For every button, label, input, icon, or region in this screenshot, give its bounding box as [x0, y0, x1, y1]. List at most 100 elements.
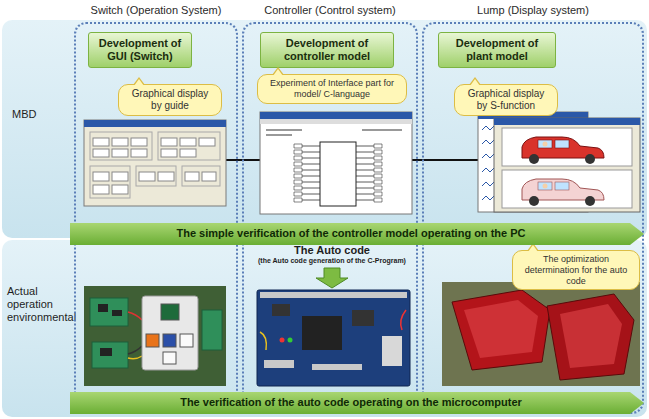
- gui-window: [161, 138, 177, 146]
- tail-lamp-photo: [452, 290, 550, 370]
- switch-photo: [128, 346, 142, 354]
- gui-window: [93, 172, 109, 181]
- plot-window: [478, 112, 588, 212]
- system-column: Lump (Display system)Development of plan…: [422, 22, 644, 414]
- model-window: [266, 129, 302, 131]
- model-window: [260, 112, 412, 214]
- microcomputer-board-photo: [264, 360, 294, 368]
- tail-lamp-photo: [560, 304, 622, 368]
- microcomputer-board-photo: [257, 290, 410, 386]
- switch-photo: [128, 312, 142, 320]
- callout-text: Graphical display by guide: [125, 88, 215, 112]
- plot-window: [482, 196, 498, 200]
- gui-window: [180, 138, 196, 146]
- gui-window: [131, 149, 147, 157]
- gui-window: [93, 185, 109, 194]
- car-animation-window: [585, 154, 595, 164]
- callout-bubble: Graphical display by S-function: [454, 84, 558, 116]
- auto-code-arrow: [316, 268, 348, 288]
- microcomputer-board-photo: [288, 338, 293, 343]
- callout-text: Graphical display by S-function: [461, 88, 551, 112]
- car-animation-window: [555, 140, 569, 148]
- tail-lamp-photo: [547, 294, 634, 380]
- car-animation-window: [502, 170, 632, 208]
- model-window: [266, 134, 292, 136]
- system-column: Controller (Control system)Development o…: [242, 22, 418, 414]
- auto-code-arrow: [316, 268, 348, 288]
- wire-line: [226, 160, 478, 161]
- column-heading: Lump (Display system): [477, 4, 589, 16]
- gui-window: [112, 172, 128, 181]
- callout-bubble: The optimization determination for the a…: [512, 250, 640, 290]
- microcomputer-board-photo: [401, 310, 406, 330]
- plot-window: [478, 112, 588, 212]
- model-window: [260, 119, 412, 124]
- gui-window: [84, 120, 226, 206]
- car-animation-window: [522, 137, 604, 158]
- callout-text: Experiment of Interface part for model/ …: [264, 78, 400, 100]
- gui-window: [161, 149, 177, 157]
- annotation-label: The Auto code: [294, 244, 370, 257]
- switch-photo: [90, 298, 128, 326]
- arrow-text: The simple verification of the controlle…: [177, 227, 526, 240]
- switch-photo: [146, 334, 159, 347]
- microcomputer-board-photo: [280, 338, 285, 343]
- model-window: [260, 112, 412, 119]
- car-animation-window: [543, 142, 548, 147]
- process-box: Development of plant model: [438, 32, 556, 68]
- gui-window: [158, 172, 174, 181]
- region-label: MBD: [12, 108, 36, 121]
- switch-photo: [84, 286, 226, 386]
- switch-photo: [163, 352, 176, 364]
- car-animation-window: [522, 179, 604, 200]
- plot-window: [482, 140, 498, 144]
- gui-window: [93, 138, 109, 146]
- model-window: [260, 112, 412, 214]
- tail-lamp-photo: [464, 300, 538, 358]
- plot-window: [482, 168, 498, 172]
- car-animation-window: [494, 118, 640, 212]
- microcomputer-board-photo: [257, 290, 410, 386]
- gui-window: [202, 172, 216, 181]
- column-heading: Controller (Control system): [264, 4, 395, 16]
- car-animation-window: [529, 196, 539, 206]
- car-animation-window: [494, 118, 640, 125]
- car-animation-window: [538, 182, 552, 190]
- region-label: Actual operation environmental: [7, 285, 73, 325]
- gui-window: [112, 149, 128, 157]
- arrow-text: The verification of the auto code operat…: [180, 396, 522, 409]
- box-text: Development of GUI (Switch): [94, 37, 186, 63]
- annotation-sublabel: (the Auto code generation of the C-Progr…: [258, 257, 406, 265]
- switch-photo: [161, 304, 179, 320]
- switch-photo: [100, 348, 112, 356]
- gui-window: [158, 132, 220, 160]
- car-animation-window: [555, 182, 569, 190]
- car-animation-window: [502, 128, 632, 166]
- system-column: Switch (Operation System)Development of …: [74, 22, 238, 414]
- switch-photo: [128, 356, 142, 359]
- gui-window: [112, 185, 128, 194]
- gui-window: [90, 166, 130, 198]
- gui-window: [139, 172, 155, 181]
- callout-bubble: Experiment of Interface part for model/ …: [257, 74, 407, 104]
- car-animation-window: [543, 184, 548, 189]
- microcomputer-board-photo: [260, 332, 266, 350]
- gui-window: [112, 138, 128, 146]
- model-window: [294, 144, 302, 202]
- switch-photo: [202, 310, 222, 350]
- plot-window: [482, 126, 498, 130]
- callout-bubble: Graphical display by guide: [118, 84, 222, 116]
- gui-window: [185, 172, 199, 181]
- switch-photo: [163, 334, 176, 347]
- car-animation-window: [585, 196, 595, 206]
- gui-window: [84, 120, 226, 206]
- microcomputer-board-photo: [302, 316, 342, 350]
- car-animation-window: [538, 140, 552, 148]
- plot-window: [482, 154, 498, 158]
- process-box: Development of GUI (Switch): [88, 32, 192, 68]
- gui-window: [131, 138, 147, 146]
- gui-window: [90, 132, 152, 160]
- microcomputer-board-photo: [260, 292, 407, 298]
- plot-window: [482, 182, 498, 186]
- car-animation-window: [494, 118, 640, 212]
